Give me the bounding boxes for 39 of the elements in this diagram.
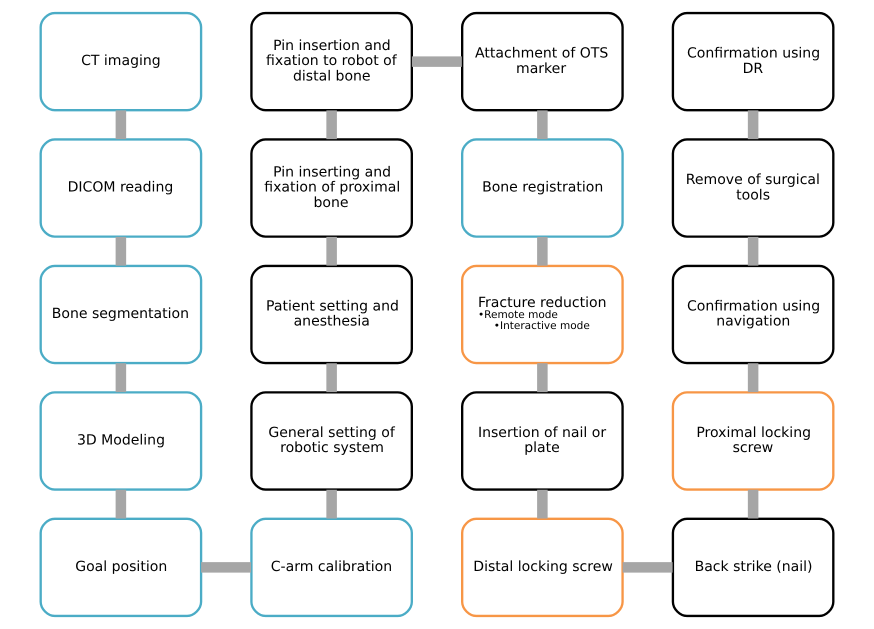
node-box: Back strike (nail) <box>672 518 834 618</box>
node-box: Patient setting and anesthesia <box>250 264 413 364</box>
connector <box>748 490 758 518</box>
connector <box>326 490 337 518</box>
node-box: Proximal locking screw <box>672 391 834 491</box>
connector <box>326 236 337 266</box>
node-box: Goal position <box>40 518 202 618</box>
connector <box>201 562 252 573</box>
connector <box>537 236 548 266</box>
connector <box>748 110 758 140</box>
node-box: Distal locking screw <box>461 518 624 618</box>
connector <box>748 236 758 266</box>
connector <box>537 110 548 140</box>
node-box: Confirmation using navigation <box>672 264 834 364</box>
connector <box>748 363 758 392</box>
node-box: Bone registration <box>461 138 624 238</box>
connector <box>116 236 126 266</box>
node-box: Bone segmentation <box>40 264 202 364</box>
connector <box>116 363 126 392</box>
connector <box>537 490 548 518</box>
connector <box>116 110 126 140</box>
node-box: DICOM reading <box>40 138 202 238</box>
connector <box>537 363 548 392</box>
connector <box>326 110 337 140</box>
connector <box>326 363 337 392</box>
node-box: Insertion of nail or plate <box>461 391 624 491</box>
connector <box>116 490 126 518</box>
node-box: 3D Modeling <box>40 391 202 491</box>
node-box: Pin inserting and fixation of proximal bone <box>250 138 413 238</box>
node-box: Remove of surgical tools <box>672 138 834 238</box>
node-box: CT imaging <box>40 12 202 112</box>
node-box: General setting of robotic system <box>250 391 413 491</box>
node-box: Fracture reduction •Remote mode •Interactive mode <box>461 264 624 364</box>
node-box: C-arm calibration <box>250 518 413 618</box>
connector <box>412 56 462 67</box>
node-box: Attachment of OTS marker <box>461 12 624 112</box>
connector <box>622 562 673 573</box>
node-box: Pin insertion and fixation to robot of distal bone <box>250 12 413 112</box>
node-box: Confirmation using DR <box>672 12 834 112</box>
